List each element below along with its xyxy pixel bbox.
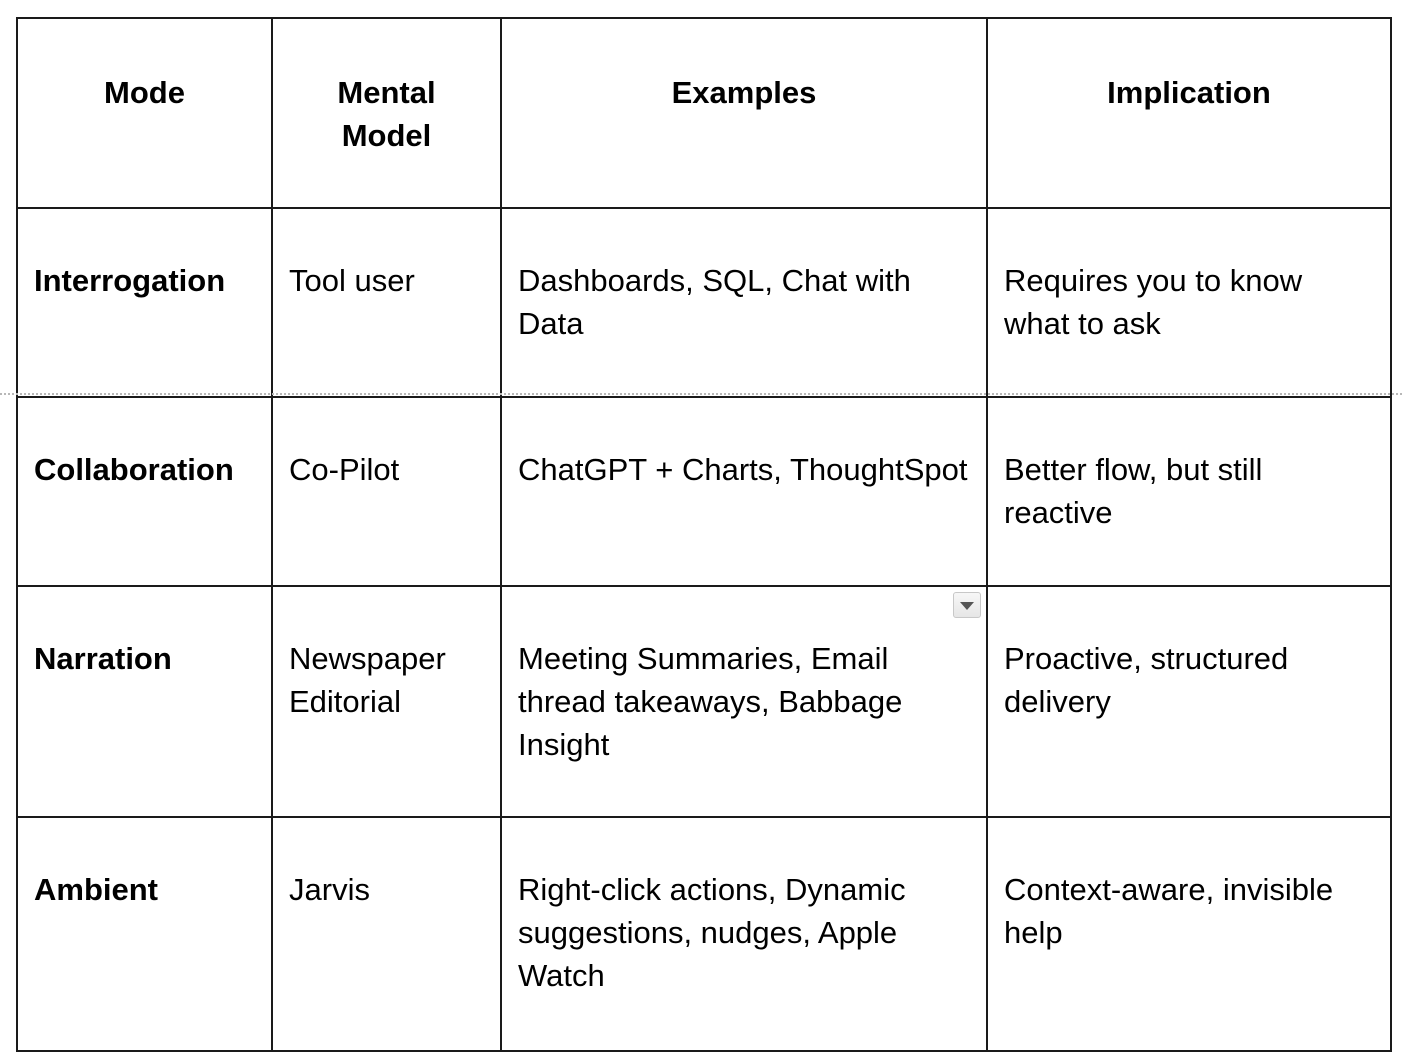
- cell-implication: Context-aware, invisible help: [986, 816, 1392, 1052]
- cell-examples: ChatGPT + Charts, ThoughtSpot: [500, 396, 988, 587]
- cell-mode: Ambient: [16, 816, 273, 1052]
- table-row: Collaboration Co-Pilot ChatGPT + Charts,…: [16, 396, 1392, 587]
- table-row: Ambient Jarvis Right-click actions, Dyna…: [16, 816, 1392, 1052]
- cell-implication: Requires you to know what to ask: [986, 207, 1392, 398]
- cell-mode: Interrogation: [16, 207, 273, 398]
- cell-implication: Better flow, but still reactive: [986, 396, 1392, 587]
- table-row: Narration Newspaper Editorial Meeting Su…: [16, 585, 1392, 818]
- cell-mental-model: Co-Pilot: [271, 396, 502, 587]
- modes-table: Mode Mental Model Examples Implication I…: [16, 17, 1392, 1052]
- header-mental-model: Mental Model: [271, 17, 502, 209]
- cell-implication: Proactive, structured delivery: [986, 585, 1392, 818]
- table-header-row: Mode Mental Model Examples Implication: [16, 17, 1392, 209]
- chevron-down-icon: [960, 602, 974, 610]
- cell-mental-model: Jarvis: [271, 816, 502, 1052]
- page-break-line: [0, 393, 1402, 395]
- header-examples: Examples: [500, 17, 988, 209]
- header-implication: Implication: [986, 17, 1392, 209]
- cell-menu-button[interactable]: [953, 592, 981, 618]
- cell-mode: Collaboration: [16, 396, 273, 587]
- modes-table-container: Mode Mental Model Examples Implication I…: [16, 17, 1392, 1052]
- cell-mode: Narration: [16, 585, 273, 818]
- header-mode: Mode: [16, 17, 273, 209]
- cell-examples: Right-click actions, Dynamic suggestions…: [500, 816, 988, 1052]
- cell-mental-model: Tool user: [271, 207, 502, 398]
- cell-examples: Dashboards, SQL, Chat with Data: [500, 207, 988, 398]
- table-row: Interrogation Tool user Dashboards, SQL,…: [16, 207, 1392, 398]
- cell-mental-model: Newspaper Editorial: [271, 585, 502, 818]
- cell-examples: Meeting Summaries, Email thread takeaway…: [500, 585, 988, 818]
